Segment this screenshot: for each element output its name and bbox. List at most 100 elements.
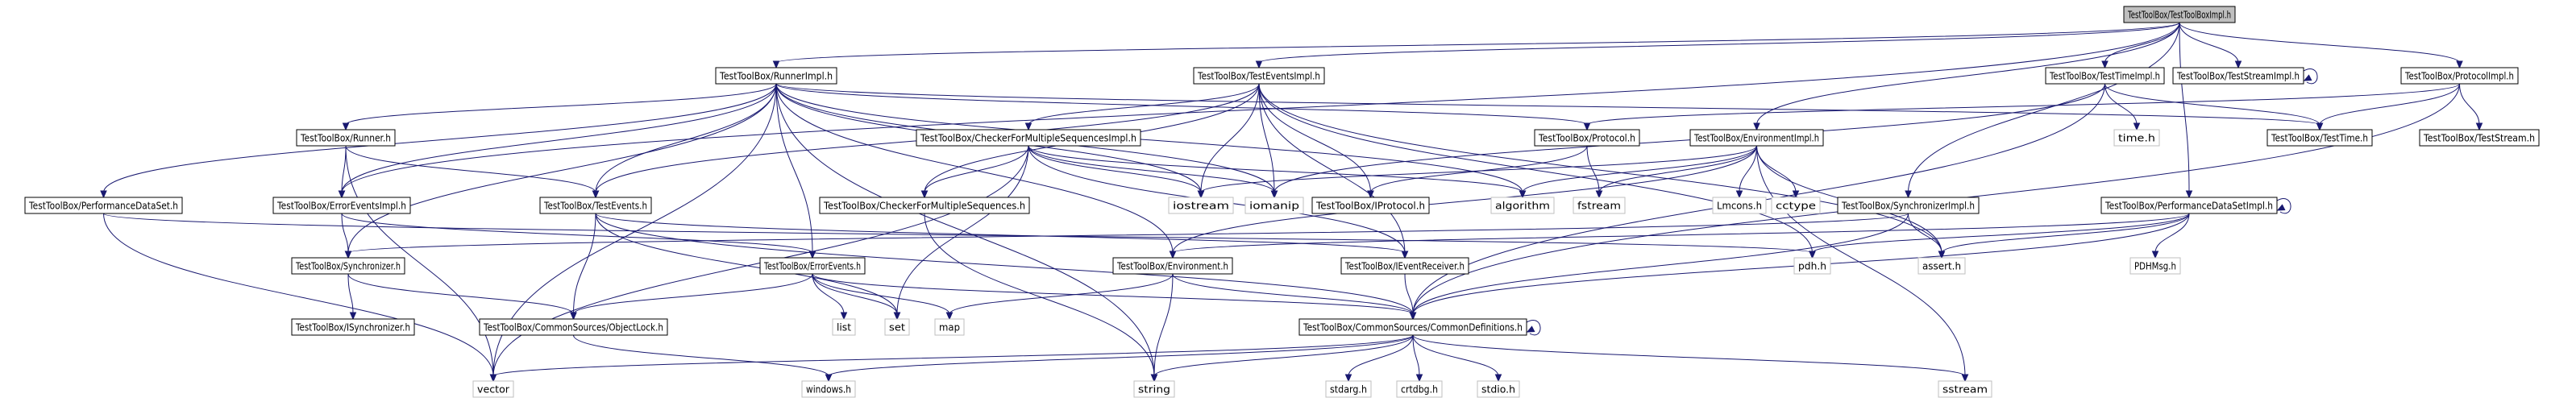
node-fstream[interactable]: fstream (1573, 197, 1626, 214)
edge-line (1756, 145, 1797, 193)
node-protocolimpl[interactable]: TestToolBox/ProtocolImpl.h (2400, 67, 2519, 85)
node-iprotocol[interactable]: TestToolBox/IProtocol.h (1311, 197, 1430, 214)
edge-perfdatasetimpl-to-pdh (1809, 213, 2190, 259)
node-map[interactable]: map (934, 318, 965, 336)
node-protocol[interactable]: TestToolBox/Protocol.h (1534, 129, 1640, 147)
node-box (1193, 67, 1325, 85)
node-runnerimpl[interactable]: TestToolBox/RunnerImpl.h (715, 67, 837, 85)
node-envimpl[interactable]: TestToolBox/EnvironmentImpl.h (1689, 129, 1824, 147)
node-label: TestToolBox/ProtocolImpl.h (2404, 70, 2514, 82)
edge-synchronizer-to-objectlock (347, 273, 577, 321)
edge-envimpl-to-algorithm (1519, 145, 1757, 199)
edge-arrowhead (1024, 122, 1032, 131)
node-lmcons[interactable]: Lmcons.h (1712, 197, 1767, 214)
node-pdh[interactable]: pdh.h (1793, 257, 1831, 275)
node-label: time.h (2118, 132, 2155, 144)
node-cctype[interactable]: cctype (1771, 197, 1821, 214)
node-focus[interactable]: TestToolBox/TestToolBoxImpl.h (2123, 6, 2236, 23)
edge-line (1412, 334, 1966, 377)
node-box (2266, 129, 2373, 147)
node-syncimpl[interactable]: TestToolBox/SynchronizerImpl.h (1837, 197, 1980, 214)
node-algorithm[interactable]: algorithm (1490, 197, 1555, 214)
node-teststreamimpl[interactable]: TestToolBox/TestStreamImpl.h (2172, 67, 2304, 85)
edge-line (812, 273, 845, 315)
node-sstream[interactable]: sstream (1938, 380, 1992, 398)
node-runner[interactable]: TestToolBox/Runner.h (296, 129, 396, 147)
edge-objectlock-to-windows (573, 334, 833, 383)
edge-runnerimpl-to-testtime (775, 83, 2324, 131)
node-time[interactable]: time.h (2113, 129, 2160, 147)
node-checkermultiimpl[interactable]: TestToolBox/CheckerForMultipleSequencesI… (916, 129, 1141, 147)
node-box (1396, 380, 1443, 398)
node-label: TestToolBox/RunnerImpl.h (719, 70, 833, 82)
node-stdarg[interactable]: stdarg.h (1325, 380, 1372, 398)
node-commondefs[interactable]: TestToolBox/CommonSources/CommonDefiniti… (1298, 318, 1527, 336)
edge-line (341, 213, 813, 254)
edge-arrowhead (489, 374, 497, 383)
node-list[interactable]: list (832, 318, 856, 336)
node-layer: TestToolBox/TestToolBoxImpl.hTestToolBox… (24, 6, 2540, 398)
edge-runnerimpl-to-string (775, 83, 1158, 383)
node-environment[interactable]: TestToolBox/Environment.h (1112, 257, 1233, 275)
node-testevents[interactable]: TestToolBox/TestEvents.h (539, 197, 652, 214)
node-stdio[interactable]: stdio.h (1477, 380, 1520, 398)
edge-focus-to-perfdatasetimpl (2179, 22, 2193, 199)
node-objectlock[interactable]: TestToolBox/CommonSources/ObjectLock.h (479, 318, 668, 336)
edge-line (1200, 145, 1757, 193)
edge-line (345, 145, 596, 193)
edge-arrowhead (1905, 190, 1912, 199)
edge-line (1586, 83, 2460, 126)
node-box (1325, 380, 1372, 398)
node-box (24, 197, 183, 214)
node-box (916, 129, 1141, 147)
edge-commondefs-to-sstream (1412, 334, 1969, 383)
node-set[interactable]: set (884, 318, 910, 336)
edge-errorevents-to-commondefs (812, 273, 1417, 321)
node-testtime[interactable]: TestToolBox/TestTime.h (2266, 129, 2373, 147)
node-pdhmsg[interactable]: PDHMsg.h (2129, 257, 2181, 275)
edge-runnerimpl-to-testevents (592, 83, 777, 199)
edge-focus-to-syncimpl (1905, 22, 2180, 199)
node-errorevents[interactable]: TestToolBox/ErrorEvents.h (759, 257, 866, 275)
node-perfdataset[interactable]: TestToolBox/PerformanceDataSet.h (24, 197, 183, 214)
edge-line (2179, 22, 2190, 193)
node-iomanip[interactable]: iomanip (1244, 197, 1304, 214)
node-erroreventsimpl[interactable]: TestToolBox/ErrorEventsImpl.h (272, 197, 411, 214)
node-vector[interactable]: vector (472, 380, 514, 398)
node-windows[interactable]: windows.h (801, 380, 856, 398)
node-label: list (837, 321, 851, 334)
node-string[interactable]: string (1133, 380, 1175, 398)
edge-checkermultiimpl-to-vector (489, 145, 1029, 383)
edge-envimpl-to-fstream (1595, 145, 1757, 199)
node-label: TestToolBox/TestEventsImpl.h (1197, 70, 1320, 82)
node-isynchronizer[interactable]: TestToolBox/ISynchronizer.h (291, 318, 415, 336)
edge-ieventreceiver-to-commondefs (1404, 273, 1417, 321)
node-testeventsimpl[interactable]: TestToolBox/TestEventsImpl.h (1193, 67, 1325, 85)
node-synchronizer[interactable]: TestToolBox/Synchronizer.h (291, 257, 405, 275)
node-ieventreceiver[interactable]: TestToolBox/IEventReceiver.h (1340, 257, 1469, 275)
node-checkermulti[interactable]: TestToolBox/CheckerForMultipleSequences.… (819, 197, 1030, 214)
node-label: iostream (1173, 200, 1229, 212)
node-label: TestToolBox/ISynchronizer.h (295, 321, 410, 334)
edge-testeventsimpl-to-pdh (1258, 83, 1816, 259)
node-perfdatasetimpl[interactable]: TestToolBox/PerformanceDataSetImpl.h (2100, 197, 2278, 214)
edge-arrowhead (2234, 60, 2242, 69)
node-crtdbg[interactable]: crtdbg.h (1396, 380, 1443, 398)
node-teststream[interactable]: TestToolBox/TestStream.h (2419, 129, 2540, 147)
node-box (1244, 197, 1304, 214)
node-testtimeimpl[interactable]: TestToolBox/TestTimeImpl.h (2045, 67, 2165, 85)
node-label: TestToolBox/Runner.h (300, 132, 391, 144)
node-box (884, 318, 910, 336)
edge-line (1412, 213, 1909, 315)
node-box (1573, 197, 1626, 214)
edge-line (812, 273, 950, 315)
node-iostream[interactable]: iostream (1168, 197, 1234, 214)
edge-arrowhead (1526, 325, 1535, 333)
node-label: TestToolBox/TestTime.h (2271, 132, 2368, 144)
node-label: PDHMsg.h (2134, 260, 2176, 272)
node-assert[interactable]: assert.h (1917, 257, 1966, 275)
node-label: sstream (1942, 383, 1988, 396)
edge-line (1028, 145, 1202, 193)
node-box (2419, 129, 2540, 147)
node-box (1771, 197, 1821, 214)
